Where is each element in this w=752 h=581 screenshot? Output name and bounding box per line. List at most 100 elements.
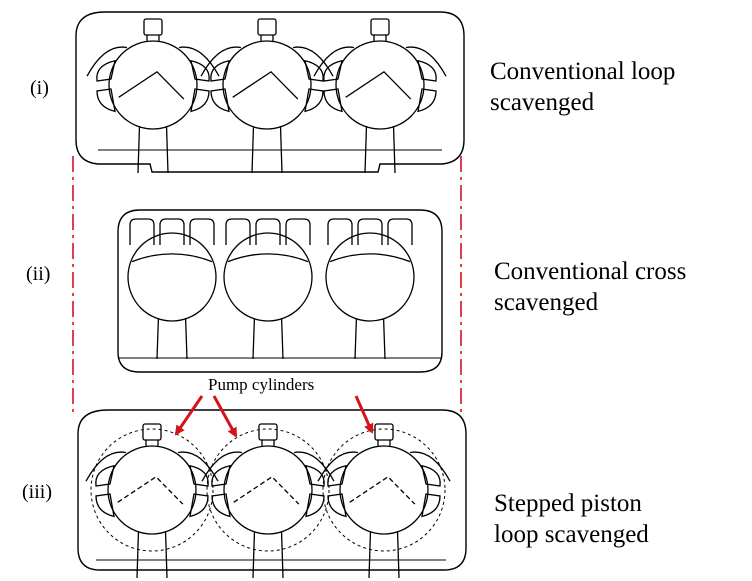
bore-circle [223,232,313,322]
row-title-iii: Stepped piston loop scavenged [494,488,649,551]
cylinder-stepped-1 [85,423,219,579]
bore-circle [325,232,415,322]
cylinder-cross-3 [325,218,415,360]
row-title-i: Conventional loop scavenged [490,56,675,119]
transfer-port-upper [189,464,209,487]
top-boss [143,18,163,36]
bore-circle [108,40,198,130]
transfer-port-1 [357,218,383,245]
cylinder-stepped-2 [201,423,335,579]
port-duct [85,451,127,482]
transfer-port-upper [304,59,324,82]
row-title-i-line1: Conventional loop [490,58,676,85]
transfer-port-lower [210,88,230,113]
row-title-i-line2: scavenged [490,89,595,117]
boss-neck [146,35,160,41]
cylinder-cross-2 [223,218,313,360]
transfer-port-upper [190,59,210,82]
top-boss [370,18,390,36]
port-duct [409,451,451,482]
transfer-port-upper [327,464,347,487]
cylinder-loop-2 [200,18,334,174]
transfer-port-upper [305,464,325,487]
row-title-ii: Conventional cross scavenged [494,256,686,319]
bore-circle [127,232,217,322]
transfer-port-2 [285,218,311,245]
transfer-port-0 [225,218,251,245]
port-duct [317,451,359,482]
transfer-port-upper [417,59,437,82]
transfer-port-lower [189,493,209,518]
bore-circle [223,445,313,535]
bore-circle [335,40,425,130]
transfer-port-upper [211,464,231,487]
boss-neck [377,440,391,446]
transfer-port-lower [417,88,437,113]
transfer-port-upper [210,59,230,82]
pump-cylinder-outline [322,428,446,552]
transfer-port-lower [211,493,231,518]
transfer-port-lower [304,88,324,113]
port-duct [313,46,355,77]
transfer-port-2 [387,218,413,245]
cylinder-loop-3 [313,18,447,174]
transfer-port-lower [190,88,210,113]
deflector-line [131,253,213,263]
bore-circle [107,445,197,535]
port-duct [201,451,243,482]
transfer-port-upper [323,59,343,82]
boss-neck [145,440,159,446]
scavenge-chevron [232,70,299,100]
cylinder-loop-1 [86,18,220,174]
top-boss [257,18,277,36]
pump-cylinder-outline [90,428,214,552]
port-duct [200,46,242,77]
row-label-ii: (ii) [26,263,51,285]
block-stepped-piston [77,409,467,571]
block-conventional-cross [117,209,443,373]
transfer-port-lower [327,493,347,518]
boss-neck [261,440,275,446]
cylinder-row-2 [127,218,415,360]
transfer-port-upper [95,464,115,487]
port-duct [405,46,447,77]
port-duct [293,451,335,482]
boss-neck [373,35,387,41]
bore-circle [339,445,429,535]
port-duct [86,46,128,77]
row-title-ii-line1: Conventional cross [494,258,687,285]
cylinder-row-1 [86,18,447,174]
pump-arrow-2 [212,395,238,438]
row-title-iii-line1: Stepped piston [494,490,642,517]
transfer-port-lower [95,493,115,518]
pump-cylinders-label: Pump cylinders [208,375,315,394]
boss-neck [260,35,274,41]
row-title-ii-line2: scavenged [494,289,599,317]
row-label-iii: (iii) [22,481,52,503]
cylinder-row-3 [85,423,451,579]
transfer-port-lower [421,493,441,518]
cylinder-stepped-3 [317,423,451,579]
transfer-port-upper [96,59,116,82]
transfer-port-0 [327,218,353,245]
row-label-i: (i) [30,77,49,99]
transfer-port-lower [323,88,343,113]
transfer-port-1 [159,218,185,245]
top-boss [258,423,278,441]
top-boss [142,423,162,441]
port-duct [178,46,220,77]
cylinder-cross-1 [127,218,217,360]
deflector-line [329,253,411,263]
pump-arrow-1 [174,395,204,436]
transfer-port-lower [96,88,116,113]
top-boss [374,423,394,441]
transfer-port-0 [129,218,155,245]
bore-circle [222,40,312,130]
transfer-port-2 [189,218,215,245]
transfer-port-lower [305,493,325,518]
port-duct [292,46,334,77]
deflector-line [227,253,309,263]
block-conventional-loop [75,11,465,173]
transfer-port-1 [255,218,281,245]
